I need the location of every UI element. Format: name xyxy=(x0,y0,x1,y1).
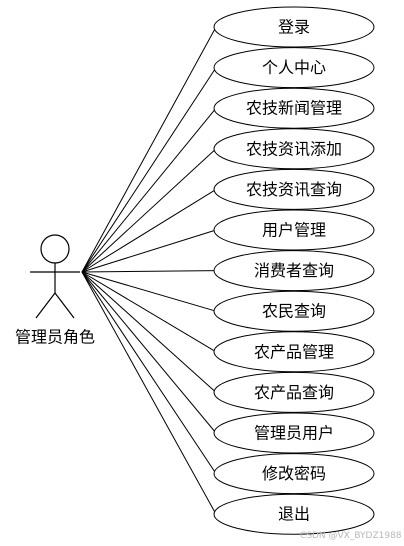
use-cases: 登录个人中心农技新闻管理农技资讯添加农技资讯查询用户管理消费者查询农民查询农产品… xyxy=(213,6,375,535)
use-case: 农技资讯查询 xyxy=(213,168,375,210)
use-case-ellipse xyxy=(213,87,375,129)
use-case-label: 退出 xyxy=(278,505,310,524)
use-case-label: 修改密码 xyxy=(262,464,326,483)
use-case-label: 农技资讯查询 xyxy=(246,180,342,199)
use-case-label: 农民查询 xyxy=(262,302,326,321)
use-case-label: 农技资讯添加 xyxy=(246,139,342,158)
use-case-ellipse xyxy=(213,412,375,454)
use-case-label: 农技新闻管理 xyxy=(246,99,342,118)
association-line xyxy=(81,271,217,353)
use-case-label: 个人中心 xyxy=(262,58,326,77)
use-case-ellipse xyxy=(213,128,375,170)
actor-label: 管理员角色 xyxy=(15,328,95,347)
use-case: 农产品查询 xyxy=(213,371,375,413)
use-case-ellipse xyxy=(213,290,375,332)
association-line xyxy=(81,270,217,273)
association-line xyxy=(81,148,217,273)
use-case: 农技资讯添加 xyxy=(213,128,375,170)
use-case-label: 用户管理 xyxy=(262,221,326,240)
use-case-label: 农产品查询 xyxy=(254,383,334,402)
use-case-ellipse xyxy=(213,331,375,373)
use-case: 登录 xyxy=(213,6,375,48)
use-case: 退出 xyxy=(213,493,375,535)
association-line xyxy=(81,271,217,515)
use-case-ellipse xyxy=(213,371,375,413)
use-case-label: 登录 xyxy=(278,18,310,37)
association-line xyxy=(81,67,217,273)
association-line xyxy=(81,271,217,393)
use-case: 农技新闻管理 xyxy=(213,87,375,129)
use-case-ellipse xyxy=(213,168,375,210)
use-case: 个人中心 xyxy=(213,47,375,89)
association-line xyxy=(81,271,217,434)
actor-right-leg xyxy=(54,292,75,319)
use-case-label: 管理员用户 xyxy=(254,424,334,443)
use-case-ellipse xyxy=(213,493,375,535)
use-case-ellipse xyxy=(213,6,375,48)
use-case-label: 消费者查询 xyxy=(254,261,334,280)
use-case: 修改密码 xyxy=(213,453,375,495)
association-line xyxy=(81,107,217,273)
actor-left-leg xyxy=(35,292,56,319)
association-lines xyxy=(81,26,217,515)
actor-head xyxy=(40,234,70,264)
use-case: 管理员用户 xyxy=(213,412,375,454)
association-line xyxy=(81,26,217,273)
actor-admin: 管理员角色 xyxy=(15,234,95,347)
use-case: 用户管理 xyxy=(213,209,375,251)
use-case-ellipse xyxy=(213,453,375,495)
use-case-ellipse xyxy=(213,47,375,89)
use-case-ellipse xyxy=(213,209,375,251)
association-line xyxy=(81,188,217,273)
association-line xyxy=(81,271,217,474)
use-case: 农民查询 xyxy=(213,290,375,332)
use-case: 农产品管理 xyxy=(213,331,375,373)
association-line xyxy=(81,271,217,312)
association-line xyxy=(81,229,217,273)
use-case: 消费者查询 xyxy=(213,250,375,292)
watermark-text: CSDN @VX_BYDZ1988 xyxy=(300,531,402,541)
use-case-label: 农产品管理 xyxy=(254,342,334,361)
use-case-ellipse xyxy=(213,250,375,292)
